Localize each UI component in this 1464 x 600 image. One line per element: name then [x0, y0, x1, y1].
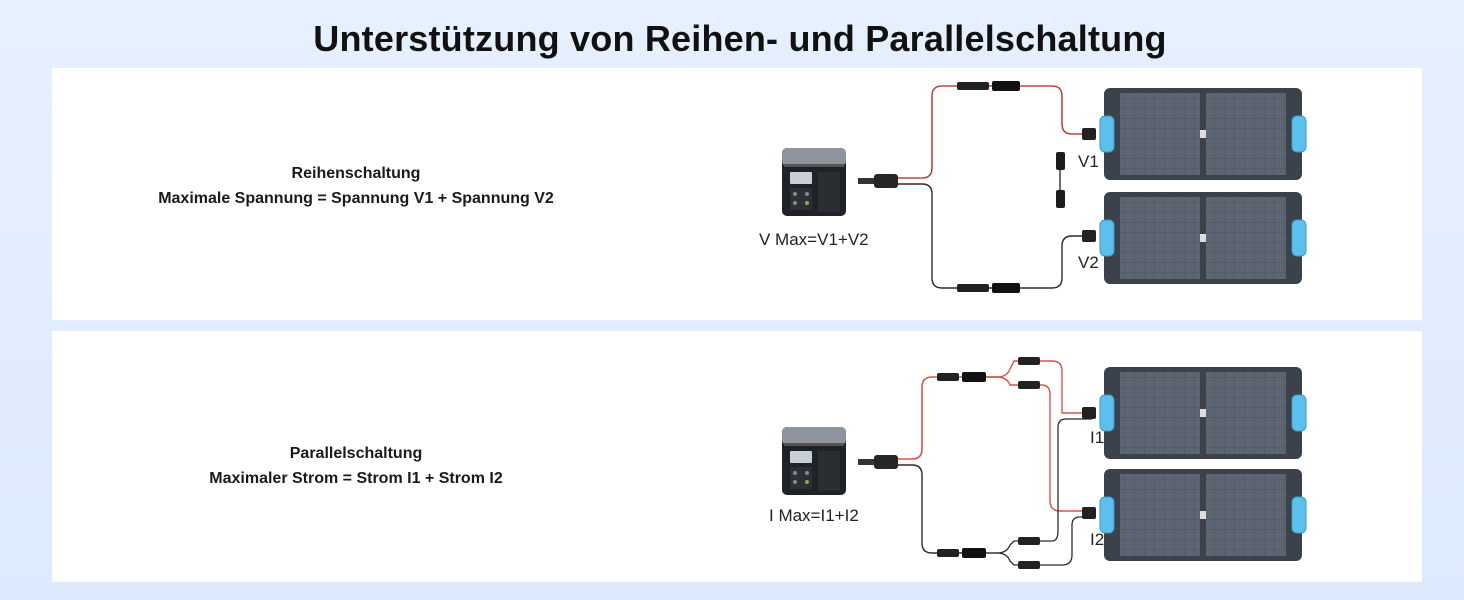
page-title: Unterstützung von Reihen- und Parallelsc… — [313, 18, 1167, 59]
positive-wire — [898, 376, 982, 460]
parallel-station-label: I Max=I1+I2 — [769, 506, 859, 525]
mc4-connector-icon — [957, 283, 1020, 293]
parallel-formula: Maximaler Strom = Strom I1 + Strom I2 — [209, 470, 503, 487]
parallel-connection-panel: Parallelschaltung Maximaler Strom = Stro… — [52, 331, 1422, 582]
mc4-connector-icon — [1056, 190, 1065, 208]
mc4-connector-icon — [937, 537, 1040, 569]
parallel-heading: Parallelschaltung — [289, 445, 423, 462]
series-description: Reihenschaltung Maximale Spannung = Span… — [52, 161, 660, 211]
mc4-connector-icon — [1056, 152, 1065, 170]
panel-label-v1: V1 — [1078, 152, 1099, 171]
y-adapter-icon — [874, 455, 898, 469]
mc4-connector-icon — [957, 81, 1020, 91]
panel-label-v2: V2 — [1078, 253, 1099, 272]
series-station-label: V Max=V1+V2 — [759, 230, 869, 249]
series-heading: Reihenschaltung — [291, 165, 421, 182]
negative-wire — [898, 464, 982, 554]
solar-panel-icon — [1099, 88, 1307, 180]
parallel-diagram: I Max=I1+I2 I1 I2 — [769, 357, 1307, 569]
power-station-icon — [782, 148, 846, 216]
solar-panel-icon — [1099, 192, 1307, 284]
solar-panel-icon — [1099, 469, 1307, 561]
series-diagram: V Max=V1+V2 V1 V2 — [759, 81, 1307, 293]
mc4-connector-icon — [937, 357, 1040, 389]
parallel-description: Parallelschaltung Maximaler Strom = Stro… — [52, 441, 660, 491]
panel-label-i2: I2 — [1090, 530, 1104, 549]
series-formula: Maximale Spannung = Spannung V1 + Spannu… — [158, 190, 554, 207]
power-station-icon — [782, 427, 846, 495]
series-connection-panel: Reihenschaltung Maximale Spannung = Span… — [52, 68, 1422, 320]
y-adapter-icon — [874, 174, 898, 188]
panel-label-i1: I1 — [1090, 428, 1104, 447]
solar-panel-icon — [1099, 367, 1307, 459]
